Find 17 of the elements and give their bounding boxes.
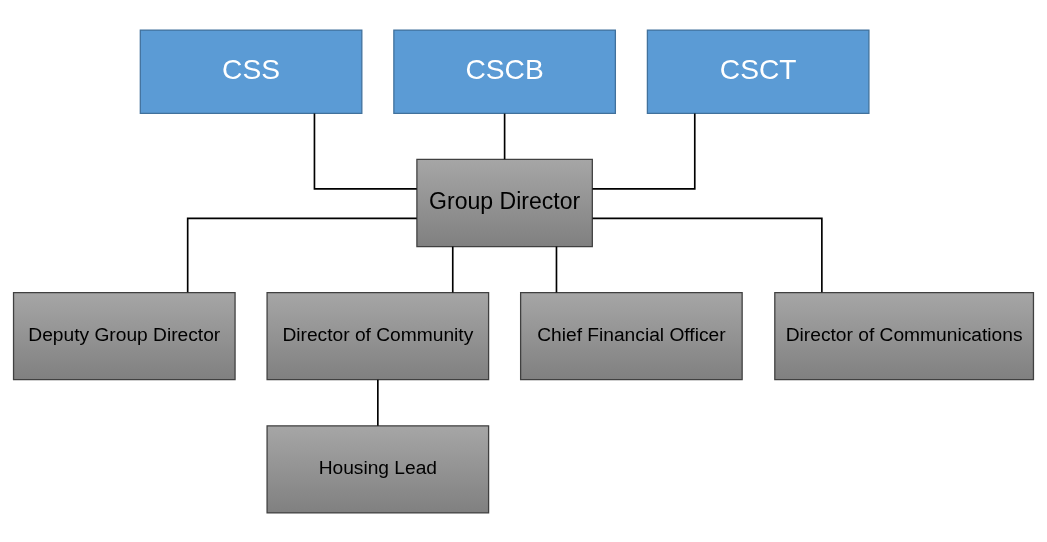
- connector: [377, 378, 379, 426]
- node-box: CSCT: [646, 29, 870, 114]
- connector: [313, 112, 418, 190]
- connector: [555, 245, 558, 293]
- node-box: Group Director: [416, 158, 593, 247]
- node-box: Director of Communications: [774, 291, 1035, 380]
- node-box: Chief Financial Officer: [520, 291, 743, 380]
- node-box: CSS: [139, 29, 363, 114]
- connector: [186, 217, 418, 293]
- connector: [503, 112, 506, 160]
- connector: [591, 112, 696, 190]
- connector: [451, 245, 454, 293]
- node-box: Housing Lead: [266, 424, 490, 513]
- connector: [591, 217, 823, 293]
- node-box: Deputy Group Director: [12, 291, 236, 380]
- node-box: Director of Community: [266, 291, 490, 380]
- node-box: CSCB: [393, 29, 616, 114]
